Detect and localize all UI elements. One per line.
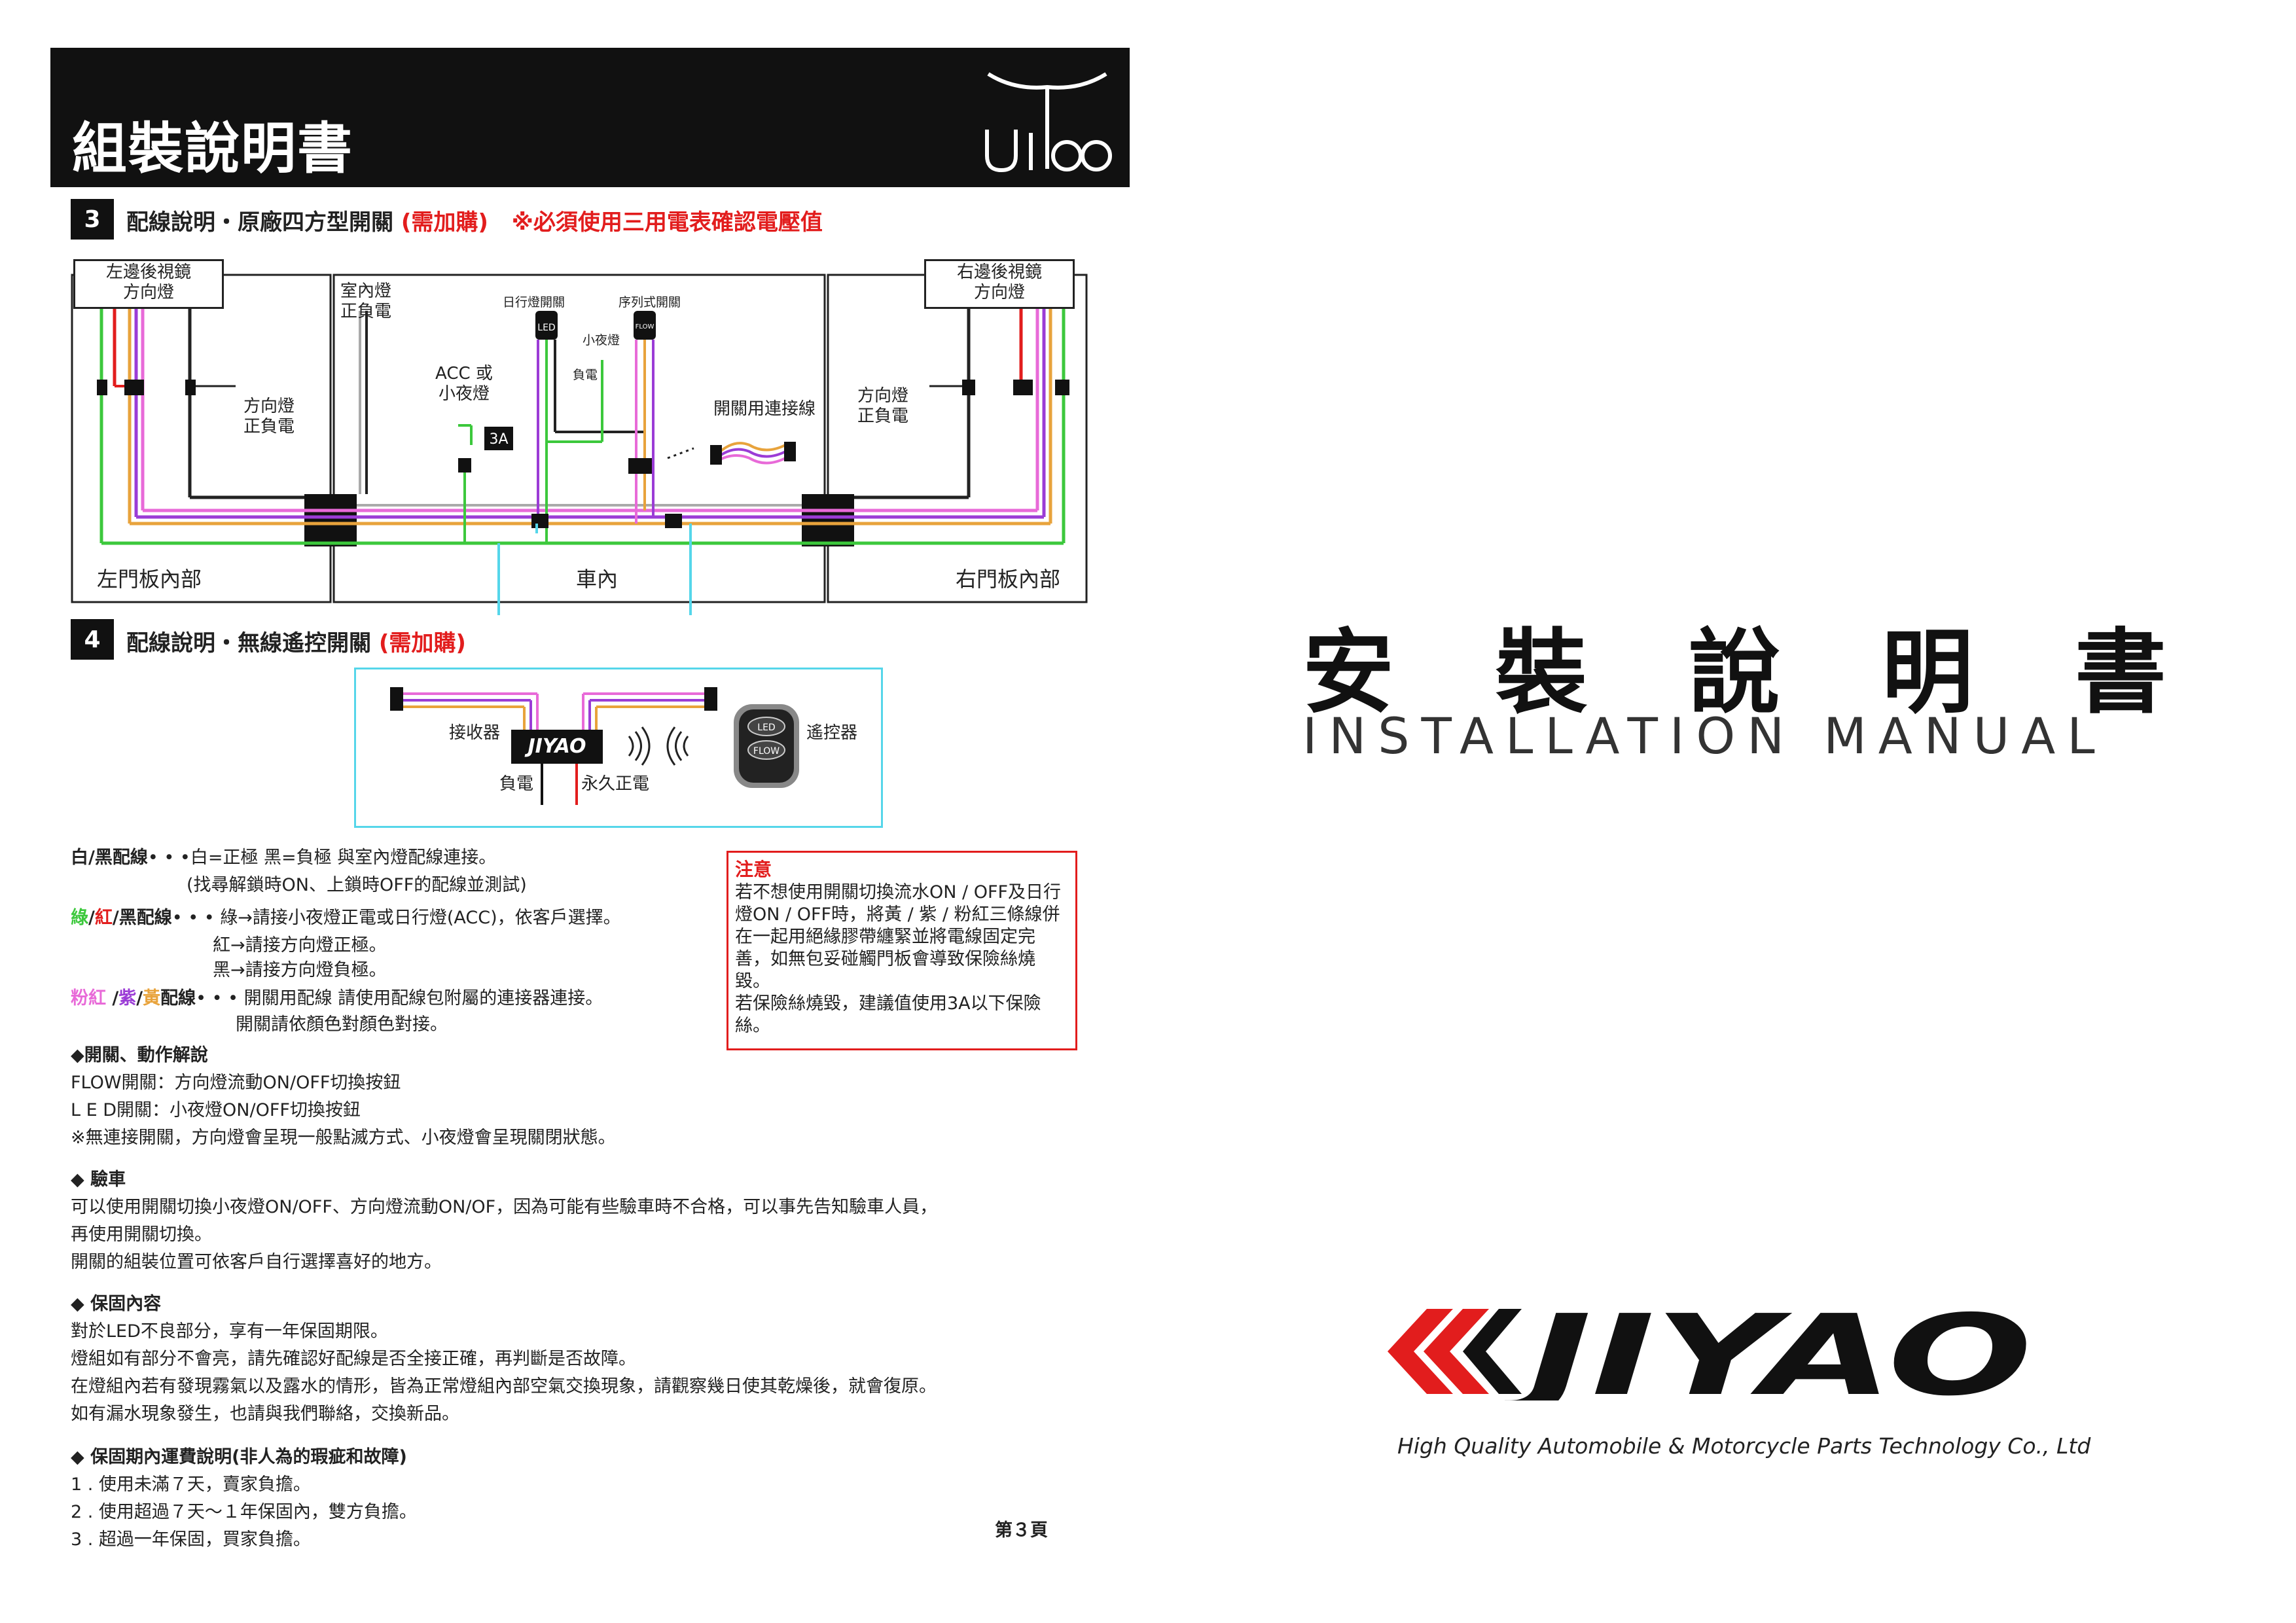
led-switch xyxy=(535,311,558,340)
seq-switch-label: 序列式開關 xyxy=(619,295,681,310)
section-3-need-purchase: (需加購) xyxy=(401,209,488,236)
ppy-text2: 開關請依顏色對顏色對接。 xyxy=(236,1014,448,1035)
header-bar xyxy=(50,48,1130,187)
receiver-neg-label: 負電 xyxy=(499,774,534,794)
uiyao-logo xyxy=(985,72,1112,173)
warranty-line-4: 如有漏水現象發生，也請與我們聯絡，交換新品。 xyxy=(71,1404,459,1424)
svg-text:LED: LED xyxy=(757,722,775,733)
ppy-yellow: 黃 xyxy=(143,988,161,1008)
right-junction-box xyxy=(802,494,854,546)
shipping-title: ◆ 保固期內運費說明(非人為的瑕疵和故障) xyxy=(71,1447,407,1467)
section-4-title-text: 配線說明・無線遙控開關 xyxy=(126,630,371,656)
switch-line-1: FLOW開關：方向燈流動ON/OFF切換按鈕 xyxy=(71,1073,401,1093)
section-4-need-purchase: (需加購) xyxy=(378,630,466,656)
wb-text: • • •白=正極 黑=負極 與室內燈配線連接。 xyxy=(147,847,497,868)
receiver-box xyxy=(511,730,603,764)
cover-tagline: High Quality Automobile & Motorcycle Par… xyxy=(1397,1433,2091,1459)
wb-label: 白/黑配線 xyxy=(71,847,148,868)
section-3-title: 配線說明・原廠四方型開關 (需加購) ※必須使用三用電表確認電壓值 xyxy=(126,204,823,236)
cover-title-char: 說 xyxy=(1688,620,1780,726)
acc-label: ACC 或 小夜燈 xyxy=(435,364,493,404)
remote-diagram-box xyxy=(354,668,883,828)
turn-pos-neg-left-label: 方向燈 正負電 xyxy=(243,397,295,437)
receiver-label: 接收器 xyxy=(449,723,501,743)
note-body: 若不想使用開關切換流水ON / OFF及日行燈ON / OFF時，將黃 / 紫 … xyxy=(735,882,1062,991)
flow-switch xyxy=(634,311,656,340)
svg-text:FLOW: FLOW xyxy=(753,746,780,757)
right-door-box xyxy=(827,274,1088,603)
cover-title-char: 明 xyxy=(1881,620,1973,726)
remote-label: 遙控器 xyxy=(806,723,858,743)
section-3-number: 3 xyxy=(71,199,114,240)
note-body-2: 若保險絲燒毀，建議值使用3A以下保險絲。 xyxy=(735,993,1041,1036)
switch-line-2: L E D開關：小夜燈ON/OFF切換按鈕 xyxy=(71,1100,361,1120)
turn-pos-neg-right-label: 方向燈 正負電 xyxy=(857,386,909,427)
warranty-line-1: 對於LED不良部分，享有一年保固期限。 xyxy=(71,1321,388,1342)
ppy-tail: 配線 xyxy=(160,988,196,1008)
switch-line-3: ※無連接開關，方向燈會呈現一般點滅方式、小夜燈會呈現關閉狀態。 xyxy=(71,1128,616,1148)
grb-text3: 黑→請接方向燈負極。 xyxy=(213,960,387,980)
left-mirror-label: 左邊後視鏡 方向燈 xyxy=(73,259,224,309)
section-3-title-text: 配線說明・原廠四方型開關 xyxy=(126,209,393,236)
right-mirror-label: 右邊後視鏡 方向燈 xyxy=(924,259,1075,309)
wiring-wb: 白/黑配線• • •白=正極 黑=負極 與室內燈配線連接。 xyxy=(71,844,496,872)
small-light-label: 小夜燈 xyxy=(583,333,620,348)
shipping-line-1: 1 . 使用未滿７天，賣家負擔。 xyxy=(71,1474,311,1495)
svg-text:JIYAO: JIYAO xyxy=(1499,1302,2032,1400)
grb-text1: • • • 綠→請接小夜燈正電或日行燈(ACC)，依客戶選擇。 xyxy=(171,908,621,928)
left-door-label: 左門板內部 xyxy=(97,567,202,592)
ppy-purple: 紫 xyxy=(118,988,137,1008)
receiver-perm-pos-label: 永久正電 xyxy=(581,774,650,794)
cover-title-char: 書 xyxy=(2074,620,2166,726)
switch-section-title: ◆開關、動作解說 xyxy=(71,1045,208,1065)
fuse-3a xyxy=(484,427,513,450)
cover-title: 安 裝 說 明 書 xyxy=(1302,599,2166,731)
ppy-text1: • • • 開關用配線 請使用配線包附屬的連接器連接。 xyxy=(196,988,603,1008)
switch-connector-label: 開關用連接線 xyxy=(713,399,816,419)
shipping-line-3: 3 . 超過一年保固，買家負擔。 xyxy=(71,1529,311,1550)
shipping-line-2: 2 . 使用超過７天～１年保固內，雙方負擔。 xyxy=(71,1502,417,1522)
interior-light-label: 室內燈 正負電 xyxy=(340,281,392,322)
page-number: 第３頁 xyxy=(995,1520,1048,1541)
wiring-grb: 綠/紅/黑配線• • • 綠→請接小夜燈正電或日行燈(ACC)，依客戶選擇。 xyxy=(71,908,621,928)
cover-title-char: 裝 xyxy=(1495,620,1587,726)
left-junction-box xyxy=(304,494,357,546)
warranty-line-2: 燈組如有部分不會亮，請先確認好配線是否全接正確，再判斷是否故障。 xyxy=(71,1349,636,1369)
grb-green: 綠 xyxy=(71,908,88,928)
inspection-line-3: 開關的組裝位置可依客戶自行選擇喜好的地方。 xyxy=(71,1252,442,1272)
section-4-number: 4 xyxy=(71,619,114,660)
remote-diagram: JIYAO LED FLOW xyxy=(390,687,799,805)
ppy-pink: 粉紅 xyxy=(71,988,106,1008)
left-door-box xyxy=(71,274,332,603)
svg-text:LED: LED xyxy=(537,323,555,333)
page-title: 組裝說明書 xyxy=(72,116,354,181)
inspection-line-1: 可以使用開關切換小夜燈ON/OFF、方向燈流動ON/OF，因為可能有些驗車時不合… xyxy=(71,1197,938,1217)
cover-title-char: 安 xyxy=(1302,620,1395,726)
wiring-ppy: 粉紅 /紫/黃配線• • • 開關用配線 請使用配線包附屬的連接器連接。 xyxy=(71,988,603,1008)
grb-text2: 紅→請接方向燈正極。 xyxy=(213,935,387,955)
svg-text:FLOW: FLOW xyxy=(636,323,655,330)
note-box: 注意 若不想使用開關切換流水ON / OFF及日行燈ON / OFF時，將黃 /… xyxy=(726,851,1077,1050)
section-3-warning: ※必須使用三用電表確認電壓值 xyxy=(511,209,823,236)
interior-box xyxy=(332,274,826,603)
inspection-title: ◆ 驗車 xyxy=(71,1169,126,1190)
grb-black: /黑配線 xyxy=(112,908,172,928)
cover-subtitle: INSTALLATION MANUAL xyxy=(1302,707,2107,765)
wiring-diagram: LED FLOW 3A xyxy=(71,274,1088,615)
svg-text:JIYAO: JIYAO xyxy=(525,735,586,758)
grb-red: 紅 xyxy=(94,908,113,928)
neg-label: 負電 xyxy=(573,368,598,382)
inspection-line-2: 再使用開關切換。 xyxy=(71,1224,212,1245)
warranty-line-3: 在燈組內若有發現霧氣以及露水的情形，皆為正常燈組內部空氣交換現象，請觀察幾日使其… xyxy=(71,1376,937,1397)
jiyao-logo: JIYAO xyxy=(1388,1302,2032,1400)
section-4-title: 配線說明・無線遙控開關 (需加購) xyxy=(126,625,466,657)
right-door-label: 右門板內部 xyxy=(956,567,1061,592)
warranty-title: ◆ 保固內容 xyxy=(71,1294,162,1314)
svg-text:3A: 3A xyxy=(489,431,508,448)
day-switch-label: 日行燈開關 xyxy=(503,295,565,310)
note-title: 注意 xyxy=(735,859,772,880)
wb-text2: (找尋解鎖時ON、上鎖時OFF的配線並測試) xyxy=(187,875,527,895)
interior-label: 車內 xyxy=(576,567,619,592)
